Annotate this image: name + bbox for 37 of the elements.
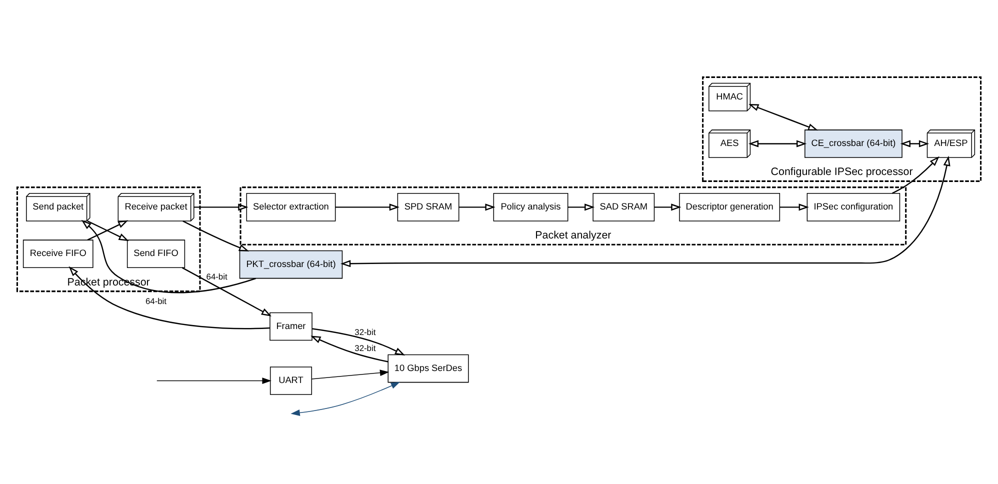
arrow [194, 203, 248, 210]
arrow [335, 203, 400, 210]
node-box: Framer [270, 312, 312, 340]
arrow [312, 328, 406, 355]
edge-label: 64-bit [206, 271, 228, 282]
node-box: UART [270, 366, 312, 394]
arrow [654, 203, 682, 210]
node-box: Send FIFO [126, 239, 186, 268]
arrow [310, 335, 388, 362]
arrow [68, 266, 270, 329]
arrow [182, 220, 250, 251]
node-box: SPD SRAM [397, 192, 460, 221]
arrow [311, 369, 390, 379]
node-box: Descriptor generation [679, 192, 780, 221]
node-box: PKT_crossbar (64-bit) [239, 250, 343, 278]
edge-label: 32-bit [354, 342, 376, 352]
node-box: IPSec configuration [806, 192, 900, 221]
arrow [156, 377, 272, 384]
edge-label: 64-bit [145, 296, 167, 306]
arrow [340, 155, 950, 267]
arrow [568, 203, 595, 210]
arrow [748, 104, 818, 130]
arrow [892, 156, 940, 194]
arrow [290, 381, 400, 416]
arrow [459, 203, 496, 210]
edge-label: 32-bit [354, 326, 376, 336]
arrow [182, 266, 272, 316]
node-box: Receive FIFO [22, 239, 94, 268]
node-box: CE_crossbar (64-bit) [804, 129, 902, 158]
arrow [748, 140, 807, 147]
arrow [780, 203, 809, 210]
arrow [900, 140, 930, 147]
node-box: SAD SRAM [592, 192, 655, 221]
arrow [81, 219, 256, 293]
node-box: Selector extraction [246, 192, 336, 221]
node-box: Policy analysis [493, 192, 568, 221]
node-box: 10 Gbps SerDes [388, 354, 469, 382]
